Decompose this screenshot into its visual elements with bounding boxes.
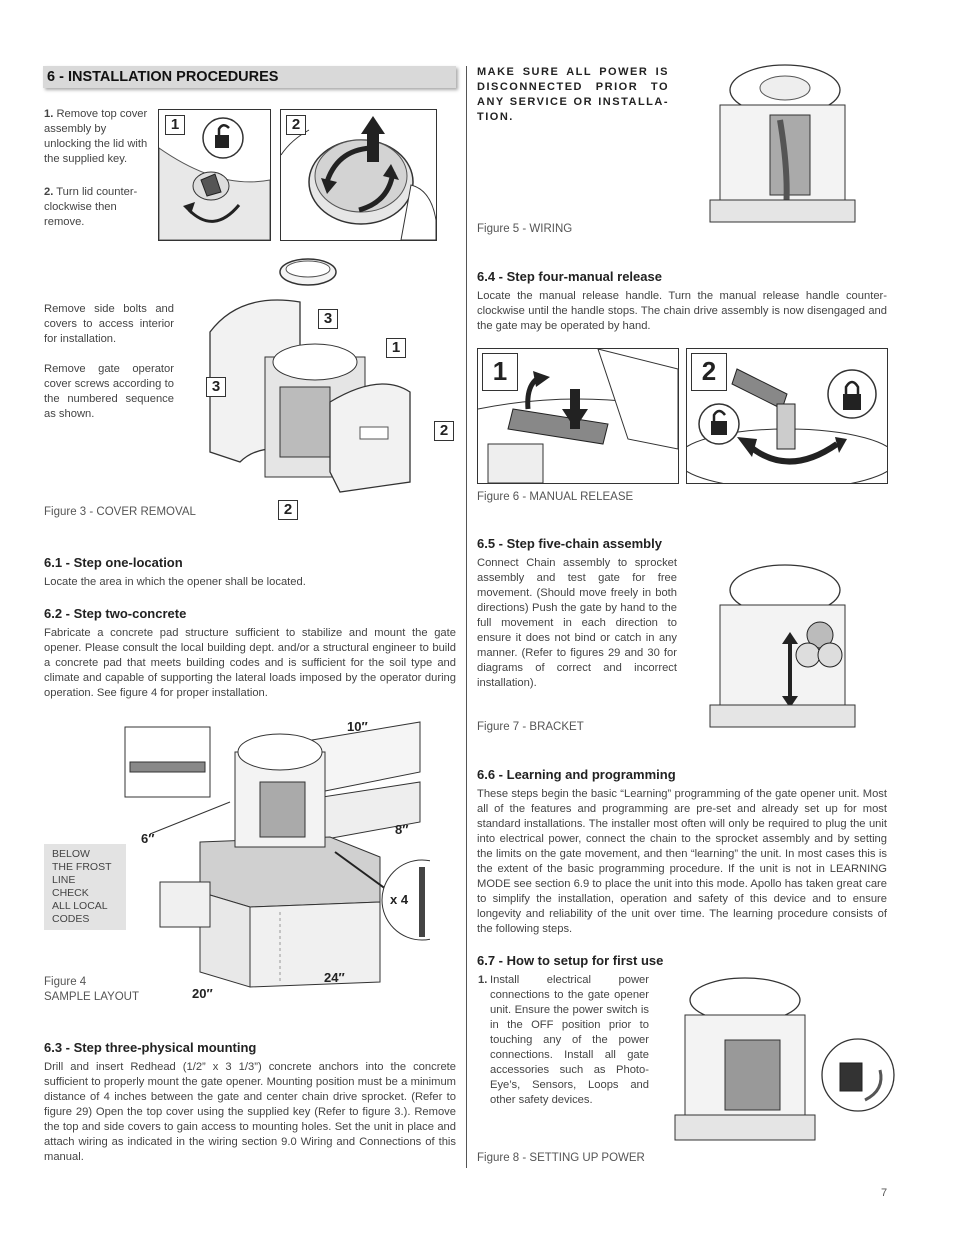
section-6-6-text: These steps begin the basic “Learning” p… <box>477 788 887 935</box>
frost-note-line: CHECK <box>52 887 89 899</box>
figure-release-step-2: 2 <box>686 348 888 484</box>
column-divider <box>466 66 467 1168</box>
cover-removal-text-1: Remove side bolts and covers to access i… <box>44 303 174 345</box>
frost-note-line: CODES <box>52 913 90 925</box>
power-warning: MAKE SURE ALL POWER IS DISCONNECTED PRIO… <box>477 66 669 123</box>
step-1-num: 1. <box>44 108 54 120</box>
section-6-5-title: 6.5 - Step five-chain assembly <box>477 536 662 551</box>
section-6-2-text: Fabricate a concrete pad structure suffi… <box>44 627 456 699</box>
cover-callout-3-left: 3 <box>206 377 226 397</box>
step-2-text: 2. Turn lid counter-clockwise then remov… <box>44 185 152 230</box>
dim-24-in: 24″ <box>324 970 345 985</box>
step-2-body: Turn lid counter-clockwise then remove. <box>44 186 138 228</box>
release-step-number-1: 1 <box>482 353 518 391</box>
frost-note-line: LINE <box>52 874 76 886</box>
unlock-lid-illustration <box>159 117 270 240</box>
power-setup-illustration <box>674 977 895 1141</box>
release-handle-illustration <box>478 349 678 483</box>
cover-callout-2-right: 2 <box>434 421 454 441</box>
cover-removal-text-2: Remove gate operator cover screws accord… <box>44 363 174 420</box>
step-2-num: 2. <box>44 186 54 198</box>
figure-4-caption-2: SAMPLE LAYOUT <box>44 991 140 1003</box>
figure-unlock-lid: 1 <box>158 109 271 241</box>
cover-callout-2-bottom: 2 <box>278 500 298 520</box>
frost-note-line: ALL LOCAL <box>52 900 108 912</box>
step-1-text: 1. Remove top cover assembly by unlockin… <box>44 107 152 167</box>
dim-8-in: 8″ <box>395 822 409 837</box>
section-6-2-title: 6.2 - Step two-concrete <box>44 606 187 621</box>
figure-5-caption: Figure 5 - WIRING <box>477 223 573 235</box>
section-title: 6 - INSTALLATION PROCEDURES <box>47 69 279 85</box>
anchor-quantity: x 4 <box>390 892 409 907</box>
figure-4-caption-1: Figure 4 <box>44 976 87 988</box>
frost-note-line: BELOW <box>52 848 90 860</box>
section-6-4-text: Locate the manual release handle. Turn t… <box>477 290 887 332</box>
section-6-6-title: 6.6 - Learning and programming <box>477 767 676 782</box>
section-6-5-text: Connect Chain assembly to sprocket assem… <box>477 557 677 689</box>
section-6-1-text: Locate the area in which the opener shal… <box>44 576 306 588</box>
figure-release-step-1: 1 <box>477 348 679 484</box>
wiring-illustration <box>709 64 856 223</box>
dim-10-in: 10″ <box>347 719 368 734</box>
dim-6-in: 6″ <box>141 831 155 846</box>
section-6-7-num: 1. <box>478 974 488 986</box>
figure-7-caption: Figure 7 - BRACKET <box>477 721 584 733</box>
section-header: 6 - INSTALLATION PROCEDURES <box>43 66 456 88</box>
release-step-number-2: 2 <box>691 353 727 391</box>
section-6-4-title: 6.4 - Step four-manual release <box>477 269 662 284</box>
section-6-3-text: Drill and insert Redhead (1/2” x 3 1/3”)… <box>44 1061 456 1163</box>
step-1-body: Remove top cover assembly by unlocking t… <box>44 108 148 165</box>
figure-3-caption: Figure 3 - COVER REMOVAL <box>44 506 196 518</box>
section-6-1-title: 6.1 - Step one-location <box>44 555 183 570</box>
section-6-3-title: 6.3 - Step three-physical mounting <box>44 1040 257 1055</box>
figure-number-2: 2 <box>286 115 306 135</box>
cover-removal-illustration <box>209 258 411 493</box>
release-rotate-illustration <box>687 368 887 483</box>
frost-note-line: THE FROST <box>52 861 112 873</box>
turn-lid-illustration <box>281 116 436 240</box>
bracket-illustration <box>709 564 856 728</box>
figure-turn-lid: 2 <box>280 109 437 241</box>
section-6-7-title: 6.7 - How to setup for first use <box>477 953 664 968</box>
figure-8-caption: Figure 8 - SETTING UP POWER <box>477 1152 645 1164</box>
sample-layout-illustration <box>124 721 430 988</box>
section-6-7-text: Install electrical power connections to … <box>490 974 649 1106</box>
cover-callout-3-top: 3 <box>318 309 338 329</box>
frost-line-note: BELOW THE FROST LINE CHECK ALL LOCAL COD… <box>44 844 126 930</box>
page-number: 7 <box>881 1187 888 1199</box>
dim-20-in: 20″ <box>192 986 213 1001</box>
figure-6-caption: Figure 6 - MANUAL RELEASE <box>477 491 634 503</box>
figure-number-1: 1 <box>165 115 185 135</box>
cover-callout-1: 1 <box>386 338 406 358</box>
